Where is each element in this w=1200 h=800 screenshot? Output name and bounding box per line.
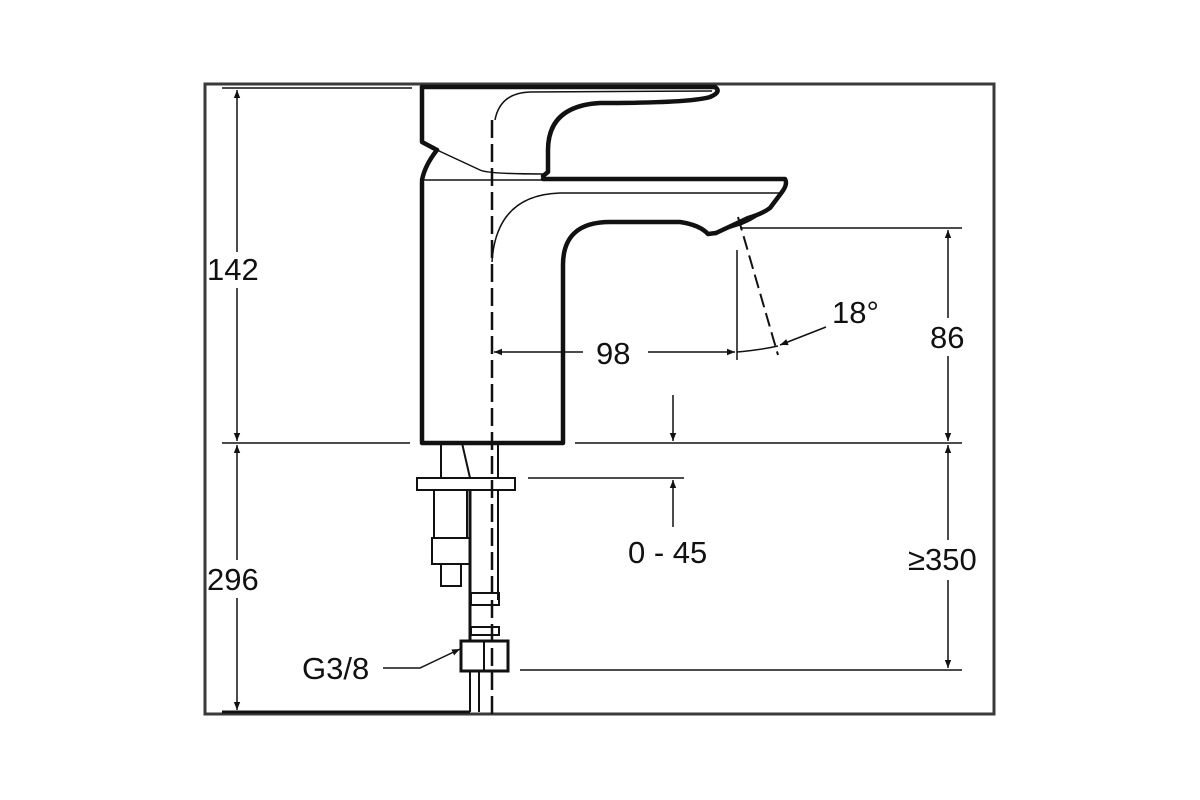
dim-hose-length: ≥350 <box>908 542 977 577</box>
dim-deck-thickness: 0 - 45 <box>628 535 707 570</box>
dim-total-height: 142 <box>207 252 259 287</box>
drawing-frame <box>203 82 996 716</box>
dim-spout-angle: 18° <box>832 295 879 330</box>
dim-spout-height: 86 <box>930 320 964 355</box>
dim-spout-reach: 98 <box>596 336 630 371</box>
dim-below-deck: 296 <box>207 562 259 597</box>
label-connection-thread: G3/8 <box>302 651 369 686</box>
dimension-lines <box>222 87 962 714</box>
faucet-body <box>419 84 789 715</box>
fixing-assembly <box>416 442 516 712</box>
